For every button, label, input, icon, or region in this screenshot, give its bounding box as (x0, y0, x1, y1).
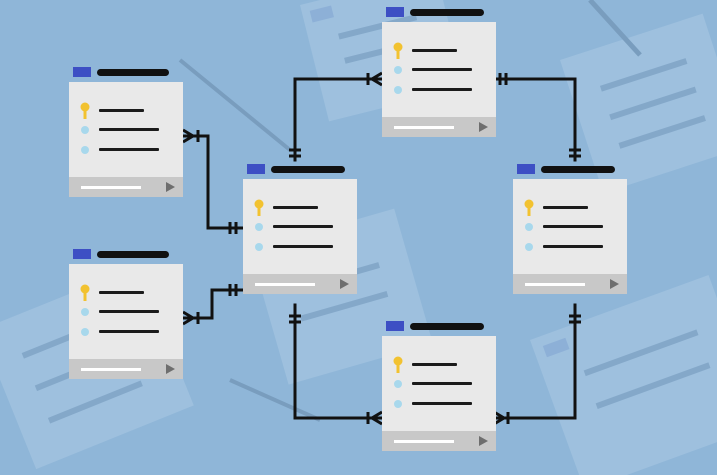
key-icon (524, 199, 534, 216)
play-icon (166, 182, 175, 192)
table-top (382, 4, 496, 137)
play-icon (479, 436, 488, 446)
table-header (382, 4, 496, 22)
footer-line (81, 368, 141, 371)
table-tab (73, 67, 91, 77)
field-line (99, 291, 144, 294)
marker-left-top-many (182, 128, 196, 144)
table-footer (243, 274, 357, 294)
marker-bottom-right-many (493, 410, 507, 426)
connector-center-to-bottom (293, 303, 384, 420)
table-header (69, 246, 183, 264)
field-line (412, 88, 472, 91)
table-left-bottom (69, 246, 183, 379)
field-line (273, 206, 318, 209)
marker-bottom-left-many (369, 410, 383, 426)
field-line (543, 206, 588, 209)
play-icon (610, 279, 619, 289)
field-dot-icon (525, 243, 533, 251)
table-title-bar (97, 251, 169, 258)
table-header (243, 161, 357, 179)
field-line (273, 245, 333, 248)
footer-line (394, 440, 454, 443)
field-dot-icon (255, 223, 263, 231)
field-dot-icon (81, 126, 89, 134)
field-dot-icon (525, 223, 533, 231)
footer-line (394, 126, 454, 129)
table-title-bar (541, 166, 615, 173)
field-dot-icon (255, 243, 263, 251)
key-icon (80, 102, 90, 119)
table-body (513, 179, 627, 274)
connector-left-bottom-to-center (181, 288, 244, 320)
field-dot-icon (394, 380, 402, 388)
field-line (412, 49, 457, 52)
marker-top-left-many (369, 71, 383, 87)
table-footer (69, 177, 183, 197)
table-body (69, 82, 183, 177)
table-tab (386, 7, 404, 17)
connector-center-to-top (293, 77, 384, 162)
connector-left-top-to-center (181, 134, 244, 230)
field-line (412, 402, 472, 405)
table-footer (513, 274, 627, 294)
field-line (543, 225, 603, 228)
field-line (273, 225, 333, 228)
table-tab (386, 321, 404, 331)
table-body (243, 179, 357, 274)
connector-right-to-bottom (492, 303, 577, 420)
table-tab (73, 249, 91, 259)
table-right (513, 161, 627, 294)
table-tab (517, 164, 535, 174)
table-footer (69, 359, 183, 379)
table-footer (382, 431, 496, 451)
field-dot-icon (394, 400, 402, 408)
table-body (382, 336, 496, 431)
play-icon (166, 364, 175, 374)
field-line (99, 128, 159, 131)
footer-line (255, 283, 315, 286)
field-line (412, 382, 472, 385)
field-dot-icon (394, 66, 402, 74)
table-body (69, 264, 183, 359)
field-line (99, 109, 144, 112)
table-title-bar (410, 323, 484, 330)
field-line (99, 330, 159, 333)
table-left-top (69, 64, 183, 197)
field-line (99, 148, 159, 151)
field-dot-icon (81, 328, 89, 336)
table-title-bar (410, 9, 484, 16)
table-title-bar (271, 166, 345, 173)
field-dot-icon (81, 146, 89, 154)
field-line (412, 363, 457, 366)
table-tab (247, 164, 265, 174)
play-icon (479, 122, 488, 132)
key-icon (80, 284, 90, 301)
table-bottom (382, 318, 496, 451)
key-icon (393, 356, 403, 373)
table-body (382, 22, 496, 117)
footer-line (81, 186, 141, 189)
table-center (243, 161, 357, 294)
key-icon (393, 42, 403, 59)
field-line (412, 68, 472, 71)
table-header (513, 161, 627, 179)
field-dot-icon (81, 308, 89, 316)
key-icon (254, 199, 264, 216)
field-line (99, 310, 159, 313)
play-icon (340, 279, 349, 289)
table-header (69, 64, 183, 82)
marker-left-bottom-many (182, 310, 196, 326)
field-dot-icon (394, 86, 402, 94)
footer-line (525, 283, 585, 286)
table-footer (382, 117, 496, 137)
field-line (543, 245, 603, 248)
table-header (382, 318, 496, 336)
table-title-bar (97, 69, 169, 76)
connector-top-to-right (492, 77, 577, 162)
